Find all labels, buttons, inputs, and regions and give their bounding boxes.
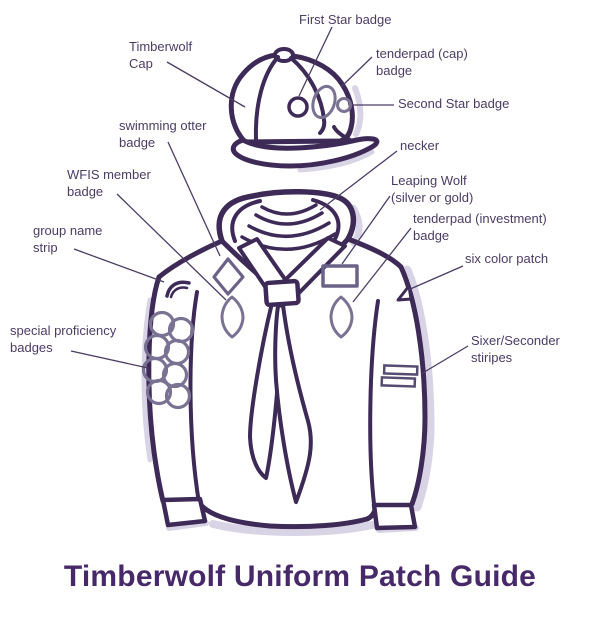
- necker-leader-line: [319, 150, 398, 211]
- tenderpad-cap-leader-line: [340, 56, 373, 88]
- label-timberwolf-cap: Timberwolf Cap: [129, 38, 192, 72]
- right-sleeve-seam: [368, 299, 380, 506]
- left-shoulder: [156, 238, 225, 280]
- first-star-leader-line: [298, 26, 333, 97]
- label-text: Leaping Wolf: [391, 173, 467, 188]
- label-text: First Star badge: [299, 12, 392, 27]
- tenderpad-cap-badge-shape: [311, 84, 337, 120]
- wfis-member-badge-shape: [212, 257, 245, 296]
- timberwolf-cap: [228, 47, 380, 169]
- label-text: special proficiency: [10, 323, 117, 338]
- cap-seam-left: [253, 55, 280, 141]
- left-cuff-shadow: [166, 520, 209, 531]
- cap-brim-fold: [332, 125, 354, 143]
- tenderpad-investment-badge-shape: [329, 295, 354, 339]
- label-text: tenderpad (investment): [413, 211, 547, 226]
- label-text: Sixer/Seconder: [471, 333, 560, 348]
- necker-roll-3: [254, 211, 324, 226]
- label-second-star: Second Star badge: [398, 95, 509, 112]
- necker-roll-2: [247, 221, 331, 238]
- collar-inner-right: [311, 198, 341, 241]
- special-proficiency-badges-shape: [141, 310, 195, 410]
- label-swimming-otter: swimming otter badge: [119, 117, 206, 151]
- label-first-star: First Star badge: [299, 11, 392, 28]
- label-text: Timberwolf: [129, 39, 193, 54]
- special-proficiency-leader-line: [70, 350, 149, 369]
- necker-tail-right: [273, 303, 313, 504]
- label-text: Cap: [129, 56, 153, 71]
- tenderpad-investment-leader-line: [352, 227, 412, 303]
- label-sixer-seconder: Sixer/Seconder stiripes: [471, 332, 560, 366]
- label-special-proficiency: special proficiency badges: [10, 322, 116, 356]
- label-group-name: group name strip: [33, 222, 102, 256]
- label-text: swimming otter: [119, 118, 207, 133]
- label-six-color: six color patch: [465, 250, 548, 267]
- label-tenderpad-cap: tenderpad (cap) badge: [376, 45, 468, 79]
- label-necker: necker: [400, 137, 439, 154]
- label-leaping-wolf: Leaping Wolf (silver or gold): [391, 172, 473, 206]
- sixer-seconder-leader-line: [420, 345, 469, 375]
- shirt-hem: [197, 501, 379, 530]
- label-text: badge: [67, 184, 104, 199]
- label-text: group name: [33, 223, 103, 238]
- leader-lines: [70, 26, 469, 375]
- brim-shadow: [297, 149, 375, 173]
- wfis-leader-line: [116, 193, 227, 301]
- label-text: badges: [10, 340, 53, 355]
- hem-shadow: [209, 520, 376, 536]
- right-sleeve-shadow: [402, 265, 435, 512]
- label-text: tenderpad (cap): [376, 46, 468, 61]
- six-color-patch-shape: [396, 284, 413, 302]
- label-text: Second Star badge: [398, 96, 510, 111]
- collar-inner-left: [230, 199, 262, 243]
- label-tenderpad-investment: tenderpad (investment) badge: [413, 210, 547, 244]
- diagram-title: Timberwolf Uniform Patch Guide: [63, 560, 537, 593]
- cap-shadow: [352, 85, 364, 137]
- necker-and-collar: [216, 189, 357, 504]
- swimming-otter-badge-shape: [220, 295, 245, 339]
- label-text: (silver or gold): [391, 190, 474, 205]
- label-text: badge: [376, 63, 413, 78]
- group-name-strip-shape-inner: [169, 286, 189, 299]
- label-text: stiripes: [471, 350, 513, 365]
- group-name-leader-line: [73, 248, 165, 283]
- shirt-badges: [141, 257, 419, 410]
- label-text: strip: [33, 240, 58, 255]
- left-sleeve-seam: [188, 290, 201, 505]
- second-star-badge-shape: [336, 97, 352, 113]
- label-text: badge: [119, 135, 156, 150]
- sixer-seconder-stripes-shape: [380, 364, 419, 388]
- necker-roll-4: [260, 203, 318, 216]
- left-sleeve-outer: [146, 274, 166, 504]
- right-shoulder: [345, 236, 404, 270]
- first-star-badge-shape: [287, 96, 309, 118]
- group-name-strip-shape: [165, 280, 191, 298]
- label-text: necker: [400, 138, 440, 153]
- cap-seam-right: [289, 56, 327, 135]
- left-cuff: [160, 496, 208, 528]
- leaping-wolf-badge-shape: [321, 264, 359, 288]
- label-text: six color patch: [465, 251, 549, 266]
- six-color-leader-line: [407, 265, 464, 291]
- swimming-otter-leader-line: [167, 141, 221, 257]
- label-text: badge: [413, 228, 450, 243]
- cap-brim: [230, 136, 380, 169]
- woggle: [263, 278, 301, 308]
- label-text: WFIS member: [67, 167, 151, 182]
- timberwolf-cap-leader-line: [166, 61, 246, 108]
- left-sleeve-shadow: [141, 297, 153, 463]
- right-cuff: [371, 502, 418, 531]
- leaping-wolf-leader-line: [341, 195, 391, 265]
- label-wfis-member: WFIS member badge: [67, 166, 151, 200]
